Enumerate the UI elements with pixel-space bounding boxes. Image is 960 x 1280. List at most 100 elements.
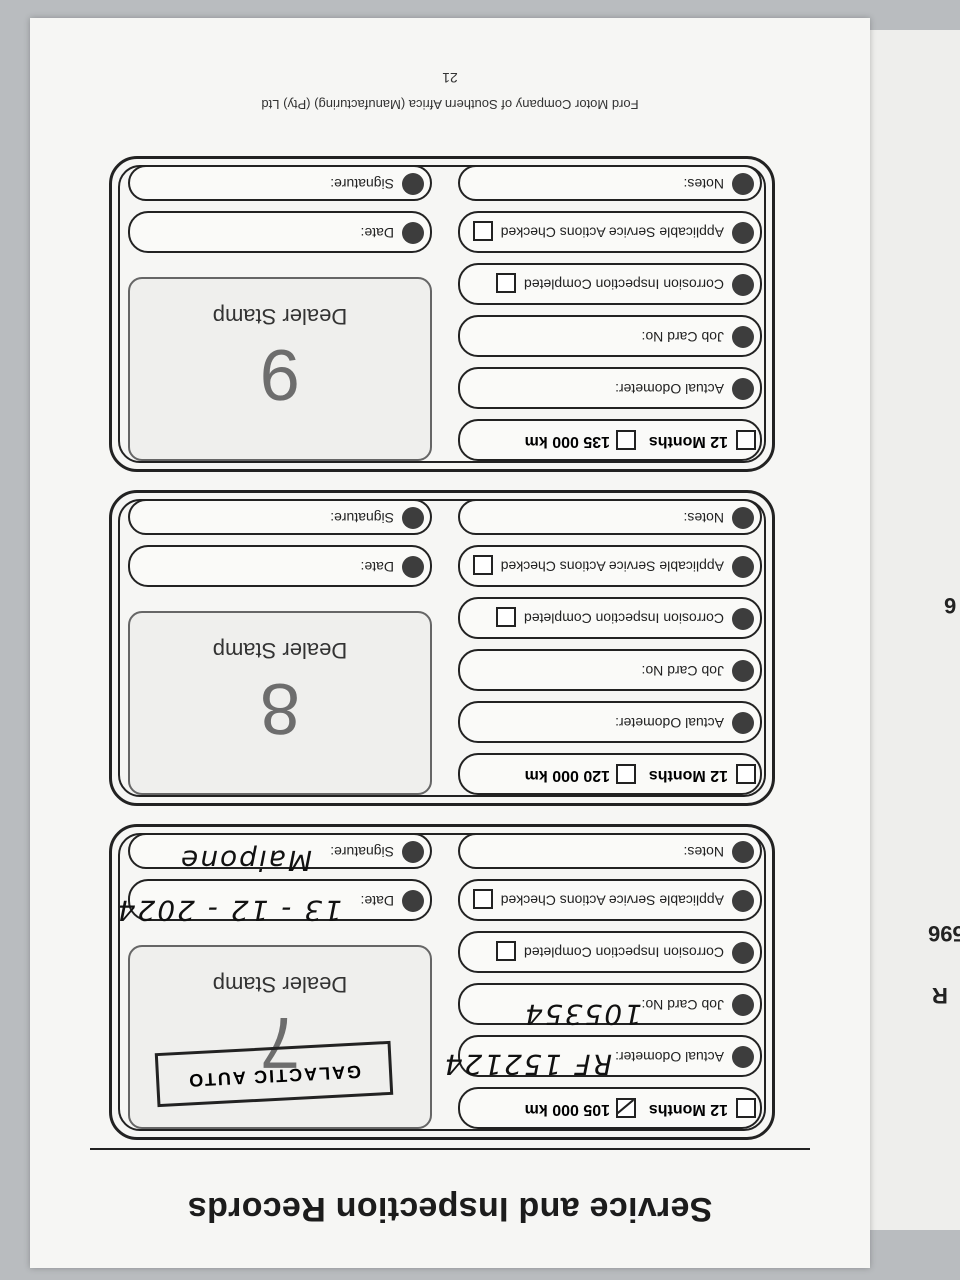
title-divider xyxy=(90,1148,810,1150)
date-label: Date: xyxy=(360,893,394,909)
service-actions-label: Applicable Service Actions Checked xyxy=(472,555,724,575)
bullet-icon xyxy=(732,890,754,912)
notes-label: Notes: xyxy=(683,510,724,526)
date-field[interactable]: Date: xyxy=(128,211,432,253)
job-card-field[interactable]: Job Card No: xyxy=(458,315,762,357)
service-actions-field: Applicable Service Actions Checked xyxy=(458,879,762,921)
service-interval: 12 Months 105 000 km xyxy=(458,1087,762,1129)
service-record-7: 12 Months 105 000 km Actual Odometer: RF… xyxy=(109,824,775,1140)
months-label: 12 Months xyxy=(648,1101,728,1118)
service-actions-checkbox[interactable] xyxy=(472,221,493,241)
months-checkbox[interactable] xyxy=(736,430,756,450)
odometer-value: RF 152124 xyxy=(442,1048,612,1081)
signature-label: Signature: xyxy=(330,844,394,860)
job-card-label: Job Card No: xyxy=(641,663,724,679)
date-label: Date: xyxy=(360,225,394,241)
bullet-icon xyxy=(402,556,424,578)
corrosion-checkbox[interactable] xyxy=(496,941,516,961)
dealer-stamp-area: 9 Dealer Stamp xyxy=(128,277,432,461)
odometer-field[interactable]: Actual Odometer: xyxy=(458,367,762,409)
signature-label: Signature: xyxy=(330,510,394,526)
bullet-icon xyxy=(732,378,754,400)
bullet-icon xyxy=(402,507,424,529)
notes-field[interactable]: Notes: xyxy=(458,165,762,201)
bullet-icon xyxy=(732,173,754,195)
corrosion-label: Corrosion Inspection Completed xyxy=(496,607,724,627)
odometer-label: Actual Odometer: xyxy=(615,1049,724,1065)
booklet-page: Service and Inspection Records 12 Months… xyxy=(30,18,870,1268)
km-label: 120 000 km xyxy=(524,767,610,784)
job-card-value: 105354 xyxy=(523,998,642,1031)
dealer-stamp-label: Dealer Stamp xyxy=(212,638,348,663)
record-number: 9 xyxy=(259,334,301,414)
signature-label: Signature: xyxy=(330,176,394,192)
service-actions-label: Applicable Service Actions Checked xyxy=(472,221,724,241)
bullet-icon xyxy=(732,222,754,244)
corrosion-label: Corrosion Inspection Completed xyxy=(496,941,724,961)
service-record-9: 12 Months 135 000 km Actual Odometer: Jo… xyxy=(109,156,775,472)
corrosion-field: Corrosion Inspection Completed xyxy=(458,597,762,639)
bullet-icon xyxy=(402,173,424,195)
bullet-icon xyxy=(402,222,424,244)
service-actions-field: Applicable Service Actions Checked xyxy=(458,545,762,587)
bullet-icon xyxy=(402,841,424,863)
bullet-icon xyxy=(732,556,754,578)
months-checkbox[interactable] xyxy=(736,764,756,784)
service-interval: 12 Months 135 000 km xyxy=(458,419,762,461)
publisher-footer: Ford Motor Company of Southern Africa (M… xyxy=(261,97,639,112)
dealer-name: GALACTIC AUTO xyxy=(186,1061,362,1091)
record-number: 8 xyxy=(259,668,301,748)
km-checkbox[interactable] xyxy=(616,764,636,784)
page-number: 21 xyxy=(442,70,458,86)
date-value: 13 - 12 - 2024 xyxy=(115,894,342,927)
job-card-field[interactable]: Job Card No: xyxy=(458,649,762,691)
bullet-icon xyxy=(732,712,754,734)
bullet-icon xyxy=(732,660,754,682)
bullet-icon xyxy=(732,841,754,863)
signature-field[interactable]: Signature: xyxy=(128,165,432,201)
notes-field[interactable]: Notes: xyxy=(458,833,762,869)
edge-text: 596 xyxy=(928,921,960,946)
service-actions-checkbox[interactable] xyxy=(472,555,493,575)
job-card-label: Job Card No: xyxy=(641,329,724,345)
odometer-field[interactable]: Actual Odometer: xyxy=(458,701,762,743)
signature-field[interactable]: Signature: xyxy=(128,499,432,535)
service-interval: 12 Months 120 000 km xyxy=(458,753,762,795)
odometer-label: Actual Odometer: xyxy=(615,381,724,397)
service-actions-field: Applicable Service Actions Checked xyxy=(458,211,762,253)
notes-field[interactable]: Notes: xyxy=(458,499,762,535)
bullet-icon xyxy=(732,608,754,630)
job-card-label: Job Card No: xyxy=(641,997,724,1013)
service-actions-checkbox[interactable] xyxy=(472,889,493,909)
edge-text: 6 xyxy=(944,593,957,618)
page-title: Service and Inspection Records xyxy=(187,1190,713,1228)
corrosion-field: Corrosion Inspection Completed xyxy=(458,263,762,305)
bullet-icon xyxy=(732,994,754,1016)
background-page xyxy=(860,30,960,1230)
months-checkbox[interactable] xyxy=(736,1098,756,1118)
corrosion-checkbox[interactable] xyxy=(496,273,516,293)
km-label: 105 000 km xyxy=(524,1101,610,1118)
service-record-8: 12 Months 120 000 km Actual Odometer: Jo… xyxy=(109,490,775,806)
bullet-icon xyxy=(402,890,424,912)
service-actions-label: Applicable Service Actions Checked xyxy=(472,889,724,909)
corrosion-field: Corrosion Inspection Completed xyxy=(458,931,762,973)
signature-value: Maipone xyxy=(179,844,312,877)
dealer-stamp-label: Dealer Stamp xyxy=(212,304,348,329)
bullet-icon xyxy=(732,942,754,964)
dealer-stamp-area: 8 Dealer Stamp xyxy=(128,611,432,795)
date-label: Date: xyxy=(360,559,394,575)
corrosion-label: Corrosion Inspection Completed xyxy=(496,273,724,293)
dealer-stamp-label: Dealer Stamp xyxy=(212,972,348,997)
edge-text: R xyxy=(932,983,948,1008)
date-field[interactable]: Date: xyxy=(128,545,432,587)
km-checkbox[interactable] xyxy=(616,430,636,450)
months-label: 12 Months xyxy=(648,767,728,784)
notes-label: Notes: xyxy=(683,176,724,192)
km-checkbox[interactable] xyxy=(616,1098,636,1118)
bullet-icon xyxy=(732,326,754,348)
notes-label: Notes: xyxy=(683,844,724,860)
bullet-icon xyxy=(732,507,754,529)
odometer-label: Actual Odometer: xyxy=(615,715,724,731)
corrosion-checkbox[interactable] xyxy=(496,607,516,627)
